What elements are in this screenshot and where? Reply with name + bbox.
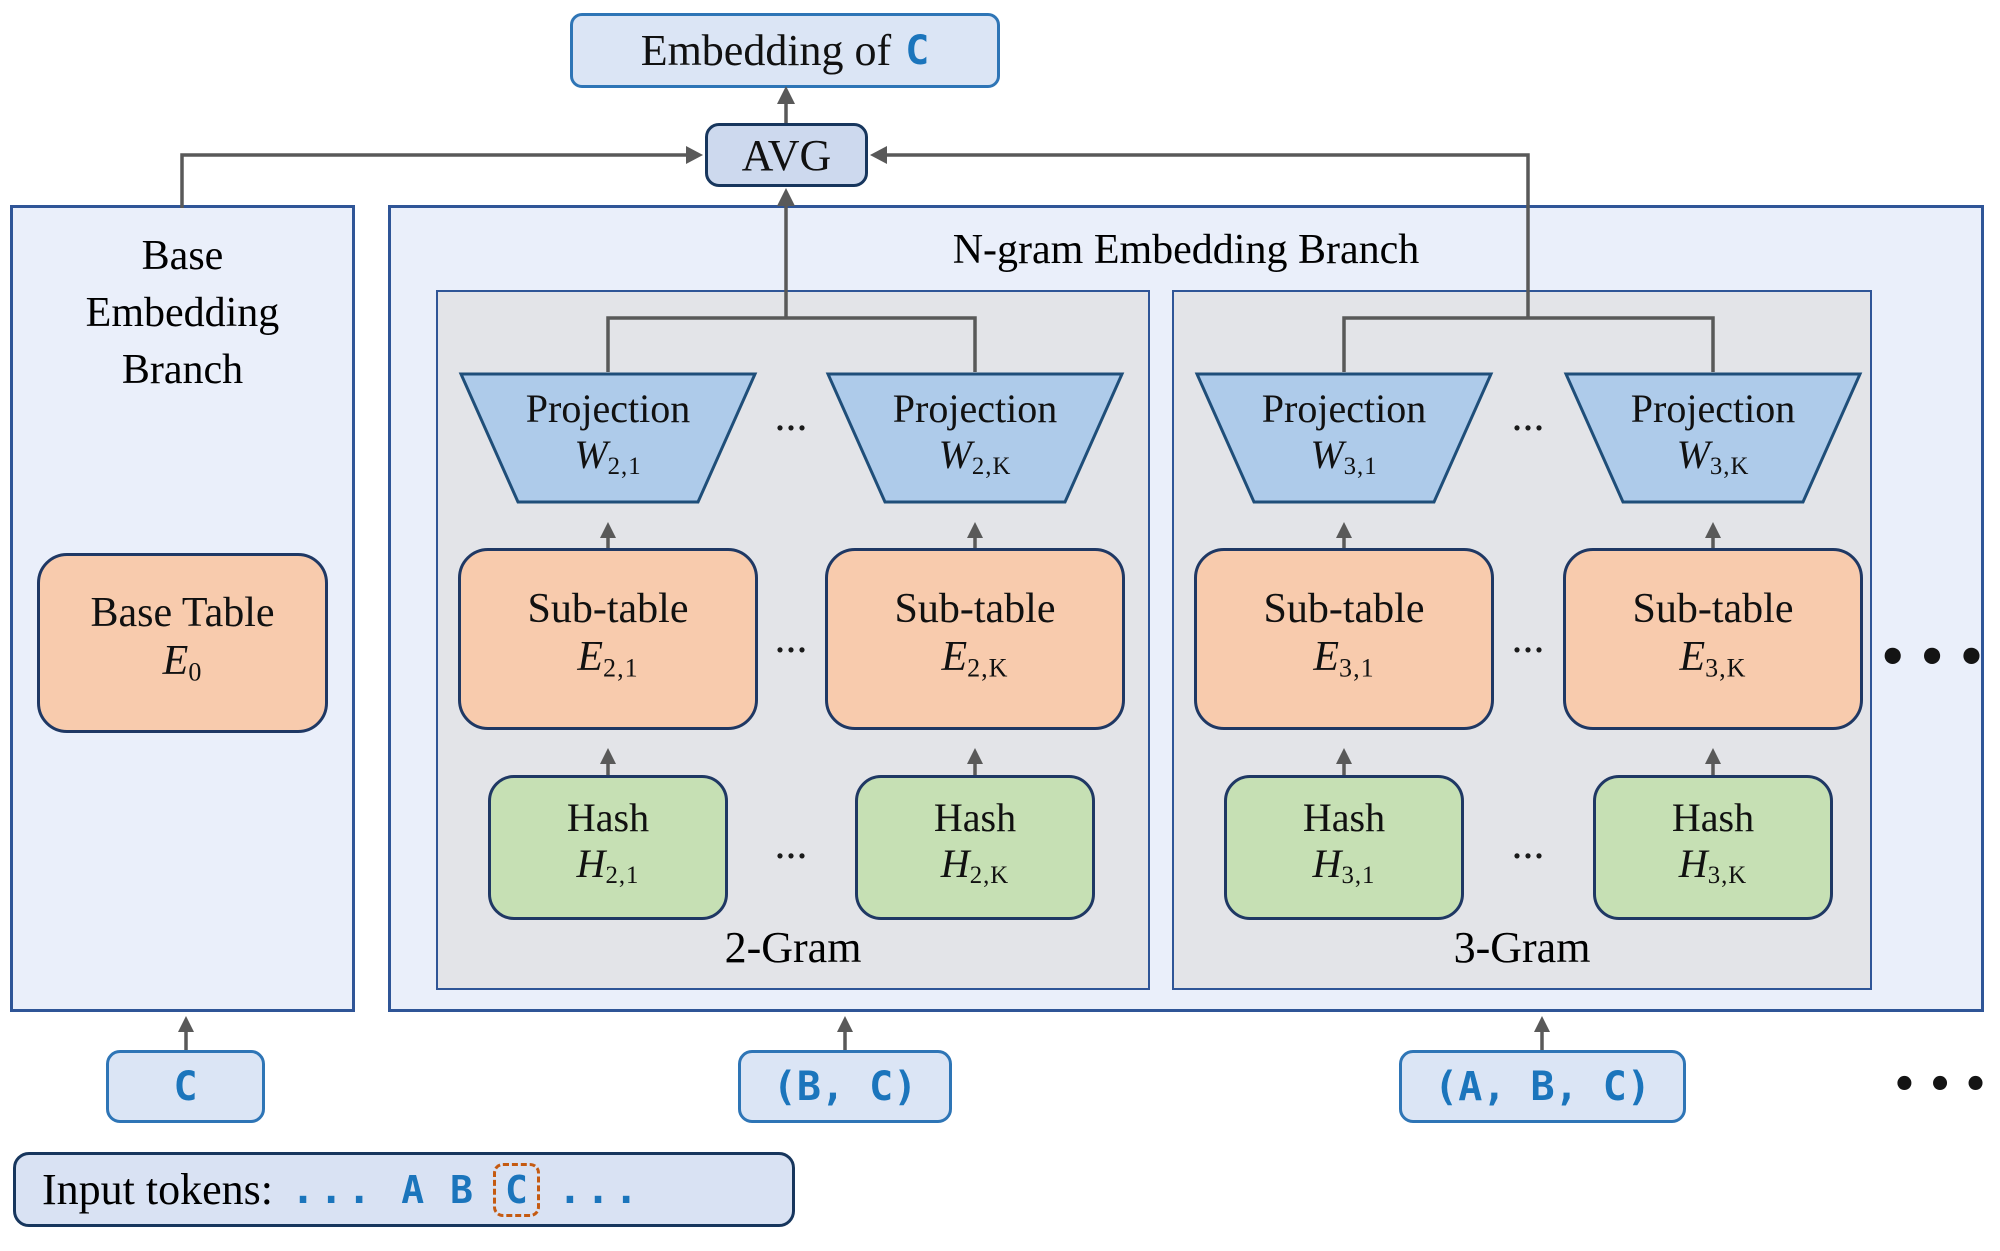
projection-symbol: W3,1 (1310, 431, 1378, 481)
subtable-symbol: E3,1 (1313, 634, 1375, 683)
subtable-box-3-K: Sub-table E3,K (1563, 548, 1863, 730)
arrowhead-right-icon (686, 146, 703, 164)
hash-label: Hash (1302, 795, 1386, 841)
ellipsis-more-tokens: ••• (1891, 1062, 1999, 1108)
projection-symbol: W2,1 (574, 431, 642, 481)
ellipsis-hash-3: ... (1511, 819, 1545, 868)
base-branch-title-line3: Branch (121, 347, 244, 393)
subtable-symbol: E3,K (1679, 634, 1747, 683)
hash-box-2-1: Hash H2,1 (488, 775, 728, 920)
gram-3-label: 3-Gram (1453, 923, 1591, 972)
token-chip-trigram: (A, B, C) (1399, 1050, 1686, 1123)
trapezoid-shape-icon (1563, 372, 1863, 504)
input-tokens-bar: Input tokens: ... A B C ... (13, 1152, 795, 1227)
ellipsis-subtable-3: ... (1511, 613, 1545, 662)
ellipsis-projection-3: ... (1511, 391, 1545, 440)
projection-trapezoid-2-K: Projection W2,K (825, 372, 1125, 504)
base-table-label: Base Table (90, 590, 275, 637)
base-table-symbol: E0 (162, 638, 203, 687)
subtable-box-2-K: Sub-table E2,K (825, 548, 1125, 730)
hash-box-3-K: Hash H3,K (1593, 775, 1833, 920)
arrowhead-up-icon (777, 86, 795, 104)
arrowhead-up-icon (777, 188, 795, 206)
subtable-box-2-1: Sub-table E2,1 (458, 548, 758, 730)
arrowhead-up-icon (837, 1016, 853, 1032)
embedding-output-token: C (905, 27, 930, 74)
input-token-b: B (450, 1167, 474, 1212)
input-ellipsis-right: ... (557, 1166, 643, 1213)
input-ellipsis-left: ... (290, 1166, 376, 1213)
arrowhead-up-icon (1534, 1016, 1550, 1032)
hash-label: Hash (933, 795, 1017, 841)
hash-box-2-K: Hash H2,K (855, 775, 1095, 920)
projection-label: Projection (525, 385, 691, 431)
ngram-branch-title: N-gram Embedding Branch (952, 227, 1420, 273)
projection-label: Projection (1261, 385, 1427, 431)
projection-symbol: W2,K (938, 431, 1012, 481)
hash-symbol: H2,1 (576, 841, 640, 890)
base-branch-title: Base Embedding Branch (10, 228, 355, 399)
token-chip-c: C (106, 1050, 265, 1123)
subtable-label: Sub-table (1632, 586, 1794, 633)
hash-symbol: H2,K (940, 841, 1010, 890)
hash-box-3-1: Hash H3,1 (1224, 775, 1464, 920)
subtable-symbol: E2,K (941, 634, 1009, 683)
hash-label: Hash (1671, 795, 1755, 841)
base-branch-title-line2: Embedding (85, 290, 280, 336)
ellipsis-hash-2: ... (774, 819, 808, 868)
hash-symbol: H3,1 (1312, 841, 1376, 890)
projection-trapezoid-2-1: Projection W2,1 (458, 372, 758, 504)
projection-trapezoid-3-K: Projection W3,K (1563, 372, 1863, 504)
subtable-box-3-1: Sub-table E3,1 (1194, 548, 1494, 730)
token-chip-bigram: (B, C) (738, 1050, 952, 1123)
projection-label: Projection (1630, 385, 1796, 431)
input-token-a: A (401, 1167, 425, 1212)
base-branch-title-line1: Base (141, 233, 224, 279)
arrowhead-left-icon (870, 146, 887, 164)
line-base-to-avg (180, 153, 686, 208)
subtable-symbol: E2,1 (577, 634, 639, 683)
input-token-c-highlighted: C (493, 1162, 540, 1217)
trapezoid-shape-icon (825, 372, 1125, 504)
embedding-output-box: Embedding of C (570, 13, 1000, 88)
projection-label: Projection (892, 385, 1058, 431)
subtable-label: Sub-table (527, 586, 689, 633)
ellipsis-projection-2: ... (774, 391, 808, 440)
embedding-output-label: Embedding of (640, 26, 892, 75)
trapezoid-shape-icon (1194, 372, 1494, 504)
subtable-label: Sub-table (1263, 586, 1425, 633)
arrowhead-up-icon (178, 1016, 194, 1032)
hash-label: Hash (566, 795, 650, 841)
projection-trapezoid-3-1: Projection W3,1 (1194, 372, 1494, 504)
trapezoid-shape-icon (458, 372, 758, 504)
projection-symbol: W3,K (1676, 431, 1750, 481)
subtable-label: Sub-table (894, 586, 1056, 633)
gram-2-label: 2-Gram (724, 923, 862, 972)
avg-box: AVG (705, 123, 868, 187)
hash-symbol: H3,K (1678, 841, 1748, 890)
ellipsis-subtable-2: ... (774, 613, 808, 662)
ellipsis-more-grams: ••• (1878, 630, 1997, 684)
input-tokens-label: Input tokens: (42, 1165, 273, 1214)
base-table-box: Base Table E0 (37, 553, 328, 733)
